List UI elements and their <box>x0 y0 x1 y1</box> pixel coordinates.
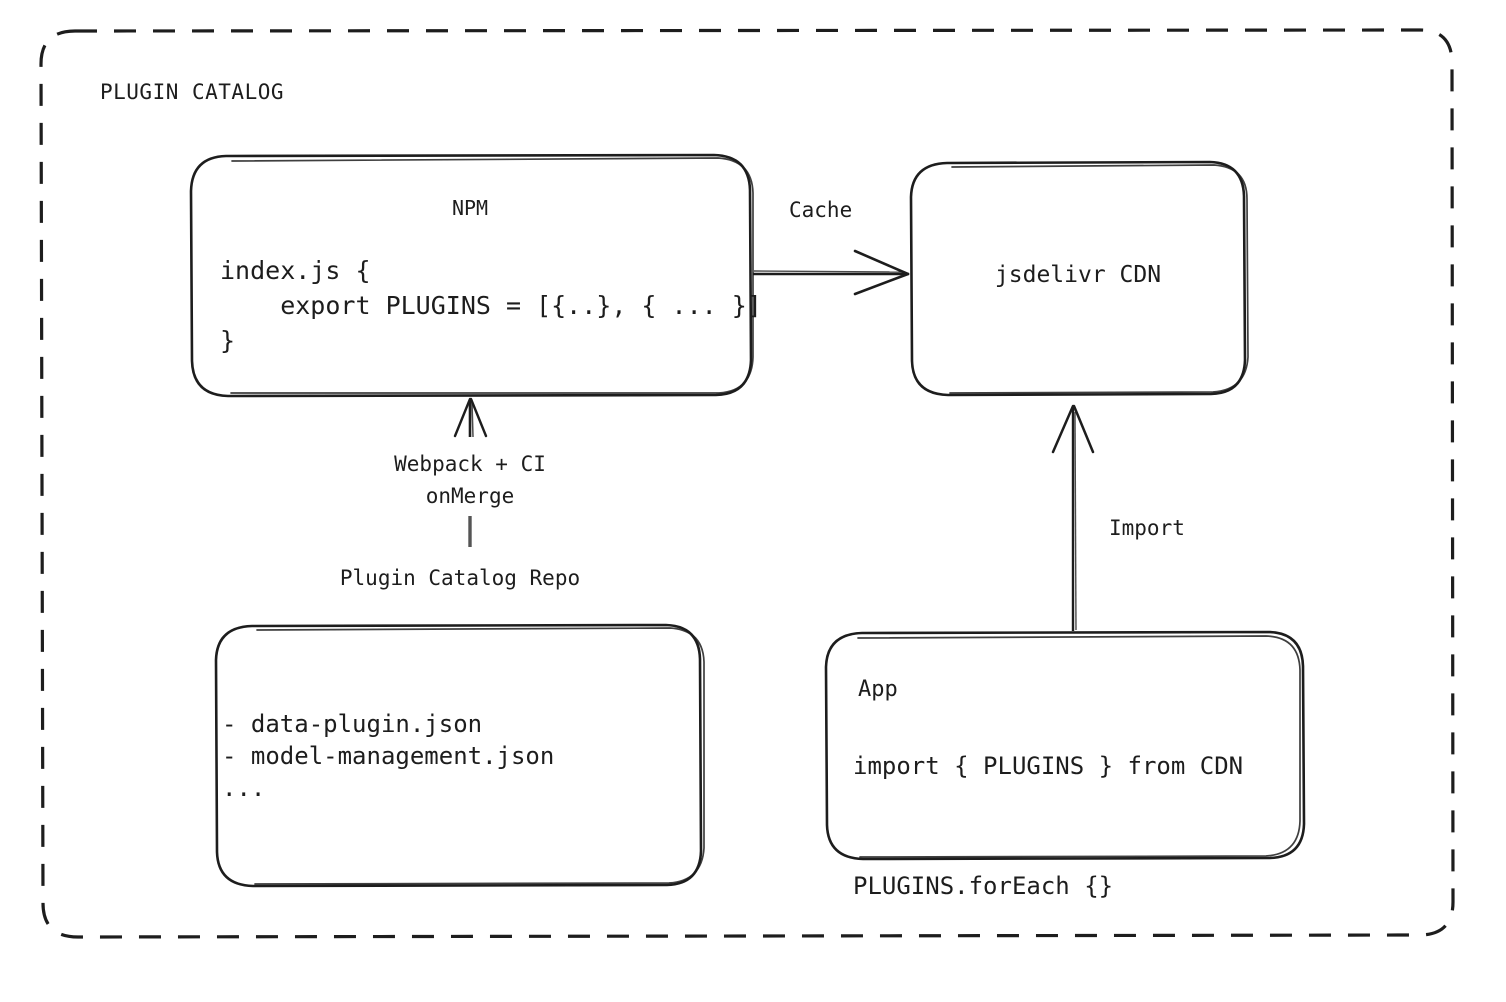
plugin-catalog-group-title: PLUGIN CATALOG <box>100 80 285 104</box>
build-arrow <box>453 397 488 547</box>
npm-node-code: index.js { export PLUGINS = [{..}, { ...… <box>220 256 762 355</box>
cdn-node-title: jsdelivr CDN <box>994 262 1162 288</box>
repo-node-caption: Plugin Catalog Repo <box>339 566 581 590</box>
app-node-shape <box>824 630 1306 861</box>
build-edge-label: Webpack + CI onMerge <box>394 452 546 508</box>
app-node-code: import { PLUGINS } from CDN PLUGINS.forE… <box>853 752 1244 900</box>
npm-node-title: NPM <box>451 196 489 220</box>
import-edge-label: Import <box>1109 516 1185 540</box>
cache-edge-label: Cache <box>789 198 853 222</box>
repo-node-items: - data-plugin.json - model-management.js… <box>222 710 555 802</box>
plugin-catalog-group-border <box>39 28 1455 939</box>
import-arrow <box>1051 404 1095 631</box>
cache-arrow <box>753 249 910 296</box>
app-node-title: App <box>858 677 898 702</box>
cdn-node-shape <box>909 160 1249 397</box>
repo-node-shape <box>214 623 705 888</box>
